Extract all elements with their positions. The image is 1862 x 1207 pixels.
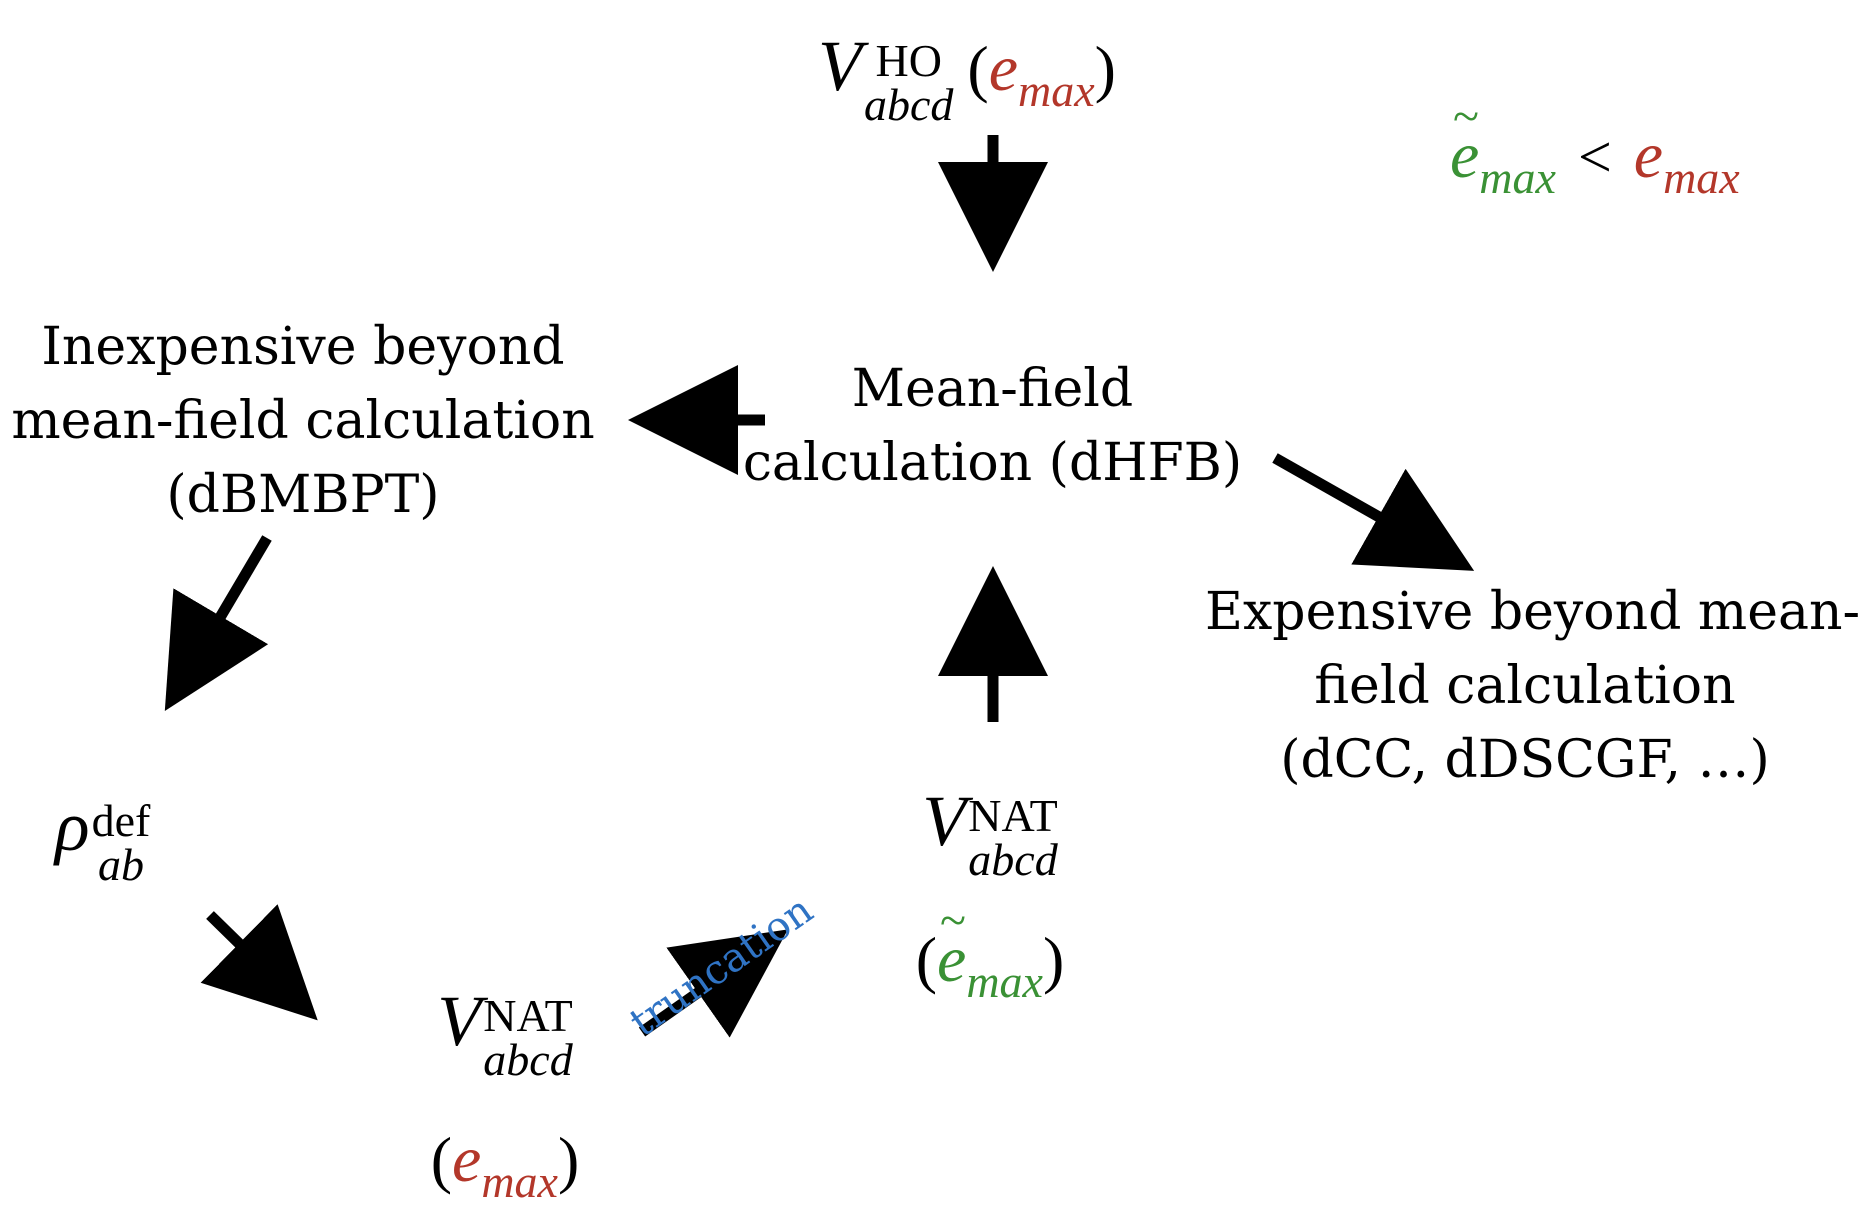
v-nat-full-sub: abcd bbox=[483, 1034, 573, 1085]
v-nat-full-node: V NAT abcd ( emax ) bbox=[405, 985, 605, 1205]
v-ho-node: V HO abcd ( emax ) bbox=[818, 30, 1116, 141]
inequality-emax-tilde: emax bbox=[1450, 93, 1556, 203]
mean-field-line1: Mean-field bbox=[851, 359, 1134, 419]
v-nat-trunc-symbol: V bbox=[922, 781, 967, 861]
v-nat-full-emax: emax bbox=[452, 1124, 558, 1205]
inequality-max-left: max bbox=[1479, 152, 1556, 203]
v-nat-trunc-emax: emax bbox=[937, 897, 1043, 1007]
v-ho-rparen: ) bbox=[1094, 33, 1116, 104]
arrow-inexpensive-to-rho bbox=[164, 535, 272, 711]
v-nat-full-lparen: ( bbox=[430, 1124, 453, 1195]
expensive-line3: (dCC, dDSCGF, …) bbox=[1280, 730, 1770, 790]
v-nat-trunc-rparen: ) bbox=[1042, 924, 1065, 995]
inequality-max-right: max bbox=[1663, 152, 1740, 203]
v-nat-trunc-node: V NAT abcd ( emax ) bbox=[890, 785, 1090, 1005]
v-nat-full-symbol: V bbox=[437, 981, 482, 1061]
v-nat-trunc-max: max bbox=[966, 956, 1043, 1007]
v-ho-emax: emax bbox=[989, 33, 1095, 114]
v-nat-full-sup: NAT bbox=[483, 990, 573, 1041]
v-ho-sub: abcd bbox=[863, 79, 954, 130]
v-nat-trunc-e: e bbox=[937, 897, 966, 993]
inexpensive-line1: Inexpensive beyond bbox=[41, 317, 565, 377]
arrow-meanfield-to-expensive bbox=[1272, 453, 1475, 571]
v-ho-max: max bbox=[1018, 65, 1095, 116]
rho-symbol: ρ bbox=[55, 786, 90, 866]
inexpensive-node: Inexpensive beyond mean-field calculatio… bbox=[8, 310, 598, 532]
v-ho-e: e bbox=[988, 32, 1019, 105]
rho-sub: ab bbox=[97, 839, 144, 890]
v-nat-full-e: e bbox=[452, 1123, 482, 1196]
v-nat-trunc-sup: NAT bbox=[968, 790, 1058, 841]
arrows-layer bbox=[164, 135, 1475, 1038]
v-ho-sup: HO bbox=[875, 35, 942, 86]
inequality-e: e bbox=[1633, 119, 1664, 192]
inexpensive-line2: mean-field calculation bbox=[11, 391, 595, 451]
inequality-lt: < bbox=[1577, 124, 1612, 190]
arrow-rho-to-vnat bbox=[200, 904, 318, 1021]
mean-field-line2: calculation (dHFB) bbox=[742, 433, 1243, 493]
expensive-line1: Expensive beyond mean- bbox=[1205, 582, 1861, 642]
v-nat-full-rparen: ) bbox=[557, 1124, 580, 1195]
inequality-emax: emax bbox=[1634, 120, 1740, 201]
inexpensive-line3: (dBMBPT) bbox=[166, 465, 440, 525]
inequality-e-tilde: e bbox=[1450, 93, 1479, 189]
emax-inequality: emax < emax bbox=[1450, 93, 1740, 203]
v-nat-trunc-sub: abcd bbox=[968, 834, 1058, 885]
rho-sup: def bbox=[91, 795, 151, 846]
v-ho-lparen: ( bbox=[967, 33, 989, 104]
v-ho-symbol: V bbox=[818, 26, 862, 106]
rho-def-node: ρ def ab bbox=[55, 790, 150, 901]
expensive-line2: field calculation bbox=[1314, 656, 1736, 716]
v-nat-trunc-lparen: ( bbox=[915, 924, 938, 995]
arrow-truncation bbox=[638, 929, 788, 1038]
mean-field-node: Mean-field calculation (dHFB) bbox=[740, 352, 1245, 500]
expensive-node: Expensive beyond mean- field calculation… bbox=[1205, 575, 1861, 797]
